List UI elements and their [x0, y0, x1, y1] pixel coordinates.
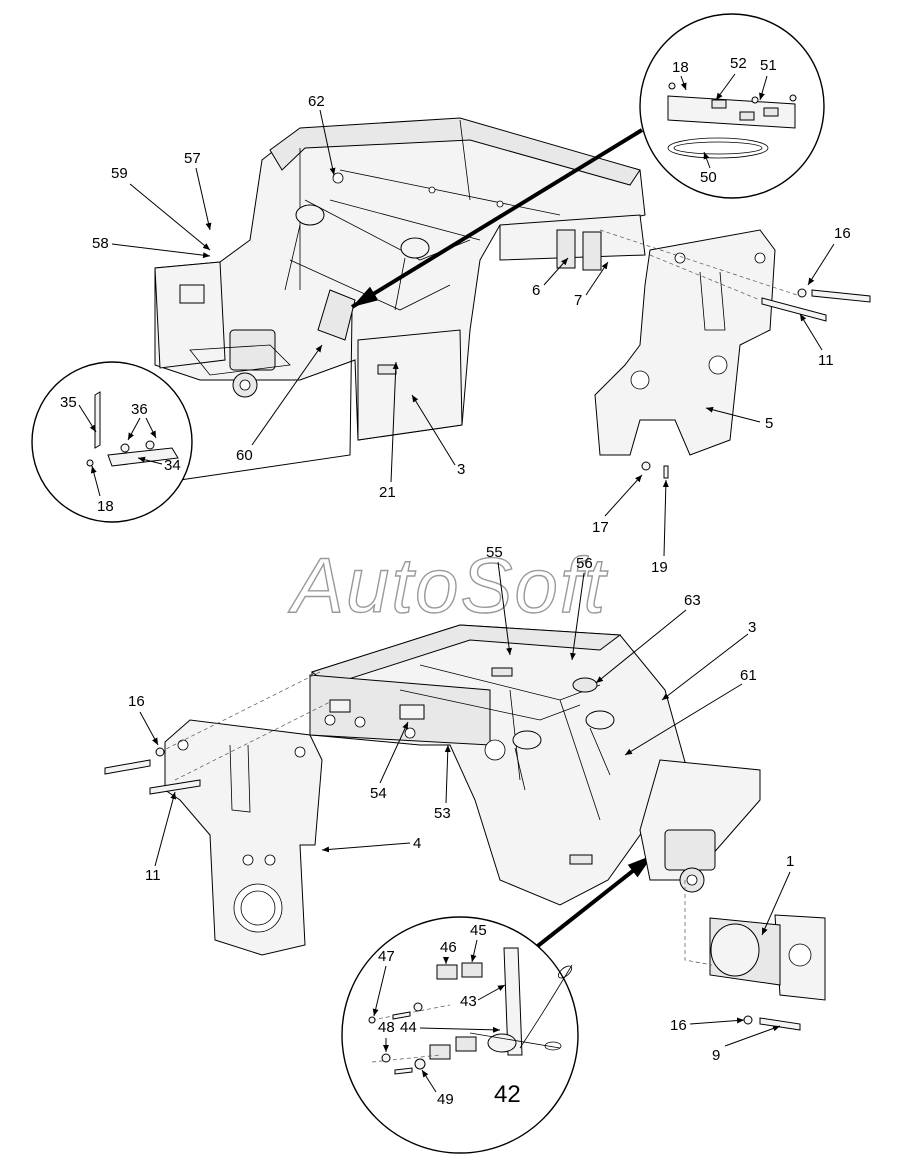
callout-47: 47 [378, 948, 395, 965]
watermark: AutoSoft [288, 541, 609, 629]
callouts-detail-bottom: 47 46 45 43 44 48 49 42 [372, 922, 521, 1108]
callout-43: 43 [460, 993, 477, 1010]
callout-5: 5 [765, 415, 773, 432]
side-plate-4 [164, 719, 323, 956]
callout-1: 1 [786, 853, 794, 870]
callout-18-detail-left: 18 [97, 498, 114, 515]
pointer-arrow-lower [518, 853, 655, 962]
callouts-lower: 55 56 63 3 61 16 11 54 53 4 1 16 9 [128, 544, 794, 1064]
callout-54: 54 [370, 785, 387, 802]
callout-58: 58 [92, 235, 109, 252]
callout-42-title: 42 [494, 1081, 521, 1108]
callout-9: 9 [712, 1047, 720, 1064]
callout-3-upper: 3 [457, 461, 465, 478]
callouts-detail-left: 35 36 34 18 [60, 394, 181, 515]
callout-19: 19 [651, 559, 668, 576]
bolt-set-lower-left [104, 671, 331, 795]
callout-4: 4 [413, 835, 421, 852]
callout-50: 50 [700, 169, 717, 186]
callout-11-lower: 11 [145, 867, 161, 884]
pump-unit-1 [684, 880, 826, 1031]
callout-45: 45 [470, 922, 487, 939]
callout-6: 6 [532, 282, 540, 299]
lower-frame-assembly [309, 624, 761, 906]
callout-61: 61 [740, 667, 757, 684]
callout-63: 63 [684, 592, 701, 609]
callout-35: 35 [60, 394, 77, 411]
callouts-upper: 62 57 59 58 6 7 16 11 5 60 21 3 17 19 [92, 93, 851, 576]
callout-17: 17 [592, 519, 609, 536]
callout-46: 46 [440, 939, 457, 956]
callout-62: 62 [308, 93, 325, 110]
callout-49: 49 [437, 1091, 454, 1108]
callout-34: 34 [164, 457, 181, 474]
callout-52: 52 [730, 55, 747, 72]
callout-55: 55 [486, 544, 503, 561]
side-plate-5 [594, 229, 776, 456]
callout-48: 48 [378, 1019, 395, 1036]
callout-3-lower: 3 [748, 619, 756, 636]
callout-36: 36 [131, 401, 148, 418]
callout-16-upper: 16 [834, 225, 851, 242]
bolt-set-upper-right [599, 229, 871, 479]
callout-7: 7 [574, 292, 582, 309]
callout-60: 60 [236, 447, 253, 464]
callout-44: 44 [400, 1019, 417, 1036]
detail-circle-bottom [341, 916, 579, 1154]
pointer-arrow-upper [350, 128, 644, 309]
callout-57: 57 [184, 150, 201, 167]
callout-53: 53 [434, 805, 451, 822]
callout-21: 21 [379, 484, 396, 501]
callouts-detail-top: 18 52 51 50 [672, 55, 777, 186]
callout-59: 59 [111, 165, 128, 182]
callout-18-detail-top: 18 [672, 59, 689, 76]
callout-16-lower-right: 16 [670, 1017, 687, 1034]
callout-51: 51 [760, 57, 777, 74]
callout-16-lower-left: 16 [128, 693, 145, 710]
callout-56: 56 [576, 555, 593, 572]
callout-11-upper: 11 [818, 352, 834, 369]
detail-circle-top [639, 13, 825, 199]
